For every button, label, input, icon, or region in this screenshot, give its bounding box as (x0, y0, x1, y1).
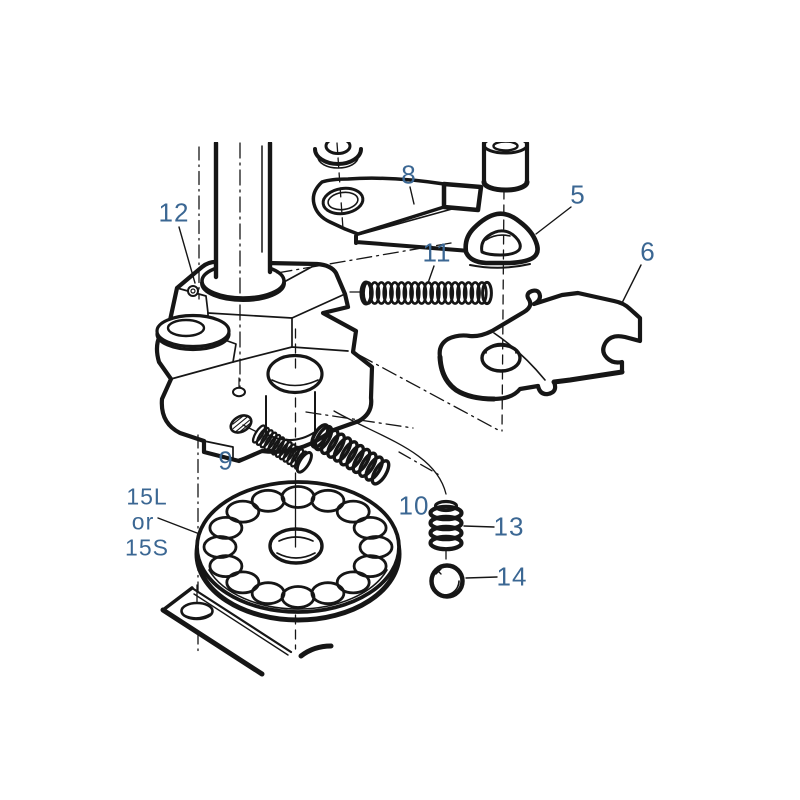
part-label-14: 14 (496, 561, 528, 592)
part-6-latch-lever (437, 288, 643, 402)
guide-curve-to-13 (333, 410, 447, 495)
leader-line-5 (535, 206, 572, 235)
spring-11 (359, 280, 493, 306)
leader-line-15 (157, 517, 198, 534)
centerlines (198, 142, 505, 650)
housing-body (154, 259, 375, 464)
centerline-part5-6-axis (501, 189, 505, 432)
part-label-15S: 15S (125, 534, 169, 561)
part-label-5: 5 (570, 179, 586, 210)
centerline-spring10-axis (398, 451, 442, 477)
centerline-slab-diagonal (305, 411, 414, 429)
leader-line-13 (463, 525, 495, 528)
ball-14 (429, 563, 465, 599)
pivot-bar (160, 584, 293, 677)
shaft-and-collar (200, 142, 286, 302)
cylinder-top (481, 142, 530, 193)
part-5-cam-washer (463, 211, 540, 269)
spring-9 (242, 424, 313, 474)
index-disc-15 (194, 480, 402, 623)
leader-line-8 (409, 186, 415, 205)
part-label-10: 10 (398, 490, 430, 521)
leader-line-6 (621, 264, 642, 304)
centerline-collar-to-part8 (276, 242, 452, 274)
part-label-9: 9 (218, 445, 234, 476)
leader-line-12 (178, 226, 196, 284)
spring-13 (428, 499, 464, 552)
part-8-bracket (311, 176, 484, 253)
centerline-bushing-part8 (336, 142, 344, 230)
centerline-housing-to-part6 (358, 354, 501, 432)
leader-lines (157, 186, 642, 579)
part-label-15L: 15L (126, 483, 168, 510)
part-label-8: 8 (401, 159, 417, 190)
part-label-15-or: or (131, 508, 155, 535)
part-label-11: 11 (422, 237, 452, 268)
part-label-12: 12 (158, 197, 190, 228)
leader-line-11 (427, 265, 435, 284)
leader-line-9 (238, 448, 273, 460)
part-label-6: 6 (640, 236, 656, 267)
spring-10 (310, 423, 391, 486)
leader-line-14 (465, 576, 498, 579)
lower-part-arc-stub (298, 643, 334, 659)
part-label-13: 13 (493, 511, 525, 542)
